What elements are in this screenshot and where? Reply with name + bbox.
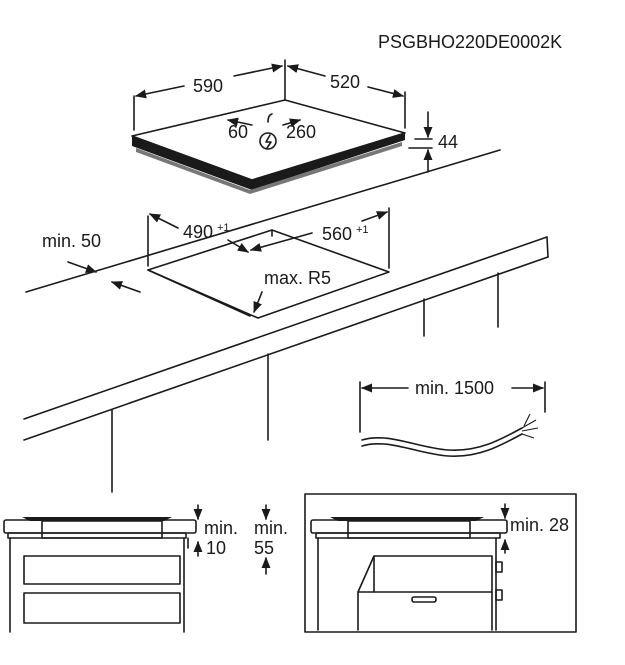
connection-right-label: 260 bbox=[286, 122, 316, 142]
panel-clearance-value: 55 bbox=[254, 538, 274, 558]
worktop-drawing bbox=[23, 149, 549, 493]
worktop-front-underside bbox=[23, 256, 549, 441]
cable-wire-ends bbox=[521, 413, 539, 439]
power-symbol-icon bbox=[259, 132, 277, 150]
panel-clearance-min-label: min. bbox=[254, 518, 288, 538]
document-code: PSGBHO220DE0002K bbox=[378, 32, 562, 52]
cutout-width-label: 490 bbox=[183, 222, 213, 242]
cutout-depth-label: 560 bbox=[322, 224, 352, 244]
cutout-width-tolerance: +1 bbox=[217, 222, 230, 234]
cutout-outline bbox=[147, 229, 390, 319]
drawer-front bbox=[23, 592, 181, 624]
oven-body bbox=[357, 555, 493, 631]
worktop-front-edge bbox=[23, 236, 548, 420]
drawer-front bbox=[23, 555, 181, 585]
drawer-cabinet-detail bbox=[3, 504, 271, 633]
power-cable bbox=[361, 427, 523, 451]
worktop-section bbox=[3, 519, 197, 534]
hob-side-edge bbox=[132, 133, 405, 190]
hob-body-section bbox=[347, 520, 471, 539]
oven-cabinet-detail bbox=[304, 493, 577, 633]
worktop-section bbox=[310, 519, 508, 534]
hob-dimension-lines bbox=[133, 59, 433, 173]
hob-body-section bbox=[41, 520, 163, 539]
cable-length-label: min. 1500 bbox=[415, 378, 494, 398]
cutout-depth-tolerance: +1 bbox=[356, 224, 369, 236]
corner-radius-label: max. R5 bbox=[264, 268, 331, 288]
connection-left-label: 60 bbox=[228, 122, 248, 142]
drawer-clearance-value: 10 bbox=[206, 538, 226, 558]
oven-clearance-label: min. 28 bbox=[510, 515, 569, 535]
cable-drawing bbox=[359, 381, 546, 457]
hob-glass-section bbox=[330, 517, 484, 521]
cutout-dimension-lines bbox=[67, 207, 390, 314]
lightning-bolt-icon bbox=[265, 134, 272, 149]
detail-frame bbox=[304, 493, 577, 633]
drawer-clearance-min-label: min. bbox=[204, 518, 238, 538]
min-edge-distance-label: min. 50 bbox=[42, 231, 101, 251]
hob-width-label: 590 bbox=[193, 76, 223, 96]
hob-underside bbox=[136, 142, 402, 194]
hob-drawing bbox=[131, 99, 406, 194]
hob-depth-label: 520 bbox=[330, 72, 360, 92]
worktop-back-edge bbox=[25, 149, 501, 293]
hob-glass-section bbox=[22, 517, 172, 521]
hob-height-label: 44 bbox=[438, 132, 458, 152]
hob-top-surface bbox=[131, 99, 406, 181]
oven-handle bbox=[411, 596, 437, 603]
